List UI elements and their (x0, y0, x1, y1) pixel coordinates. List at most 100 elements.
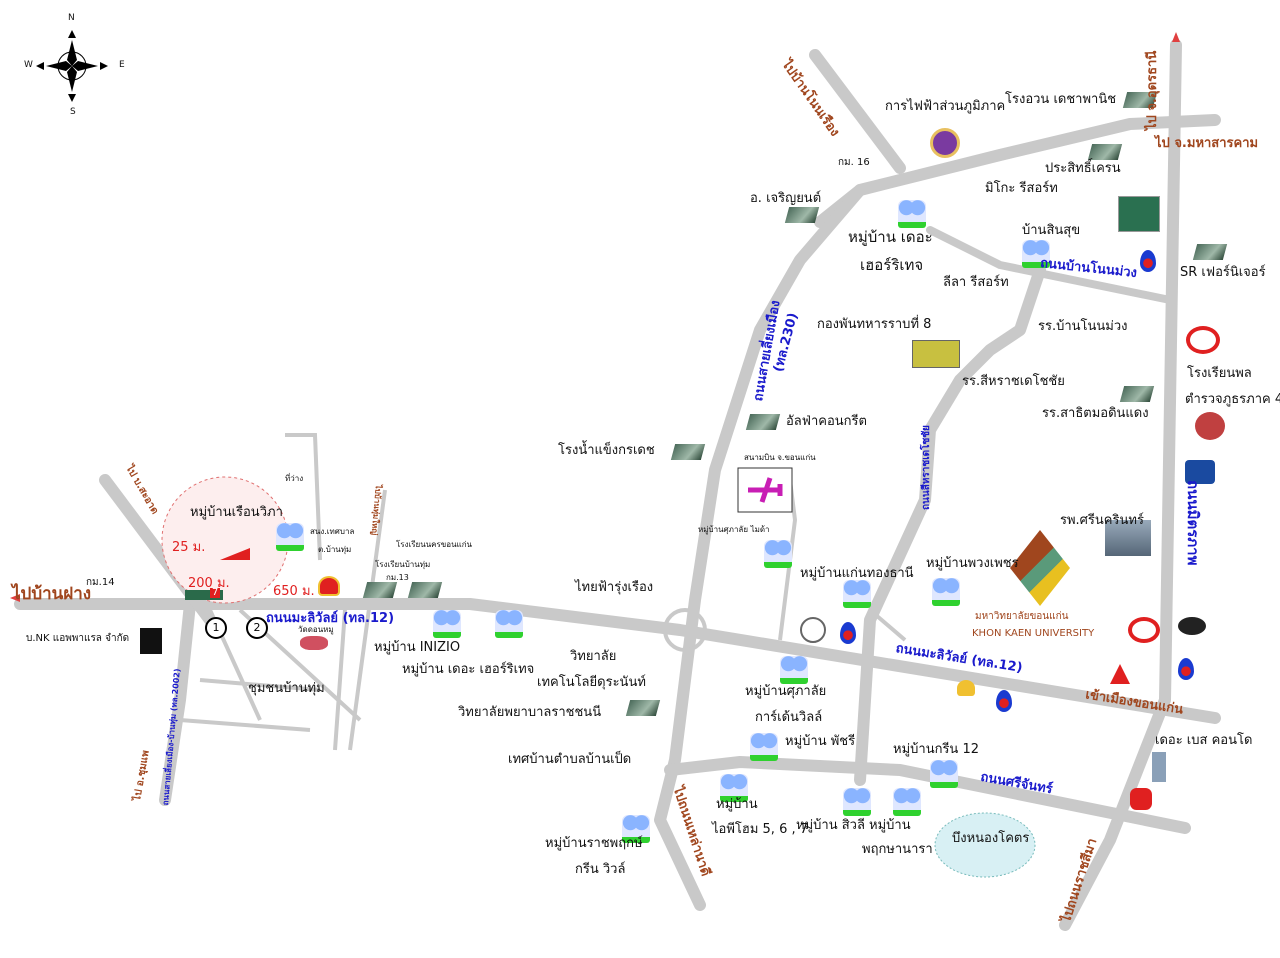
label-patcharee: หมู่บ้าน พัชรี (785, 734, 856, 749)
marker-2: 2 (246, 617, 268, 639)
village-icon (1022, 240, 1050, 268)
label-ratchaphruek-2: กรีน วิวล์ (575, 862, 626, 877)
label-supalai-garden-1: หมู่บ้านศุภาลัย (745, 684, 827, 699)
label-supalai-garden-2: การ์เด้นวิลล์ (755, 710, 823, 725)
label-siwalee: หมู่บ้าน สิวลี หมู่บ้าน (796, 818, 911, 833)
village-icon (750, 733, 778, 761)
toyota-logo-icon (1128, 617, 1160, 643)
infantry-photo-icon (912, 340, 960, 368)
village-icon (495, 610, 523, 638)
label-supalai-mida: หมู่บ้านศุภาลัย ไมด้า (698, 525, 770, 534)
hospital-icon (1105, 520, 1151, 556)
building-icon (1087, 144, 1123, 160)
shell-logo-icon (957, 680, 975, 696)
building-icon (362, 582, 398, 598)
pt-gas-station-icon (996, 690, 1012, 712)
pea-logo-icon (930, 128, 960, 158)
label-infantry: กองพันทหารราบที่ 8 (817, 317, 932, 332)
label-net-factory: โรงอวน เดชาพานิช (1005, 92, 1117, 107)
label-college-2: เทคโนโลยีดุระนันท์ (537, 675, 646, 690)
label-airport: สนามบิน จ.ขอนแก่น (744, 453, 816, 462)
pt-gas-station-icon (840, 622, 856, 644)
village-icon (622, 815, 650, 843)
label-sihadecho-school: รร.สีหราชเดโชชัย (962, 374, 1065, 389)
condo-tower-icon (1152, 752, 1166, 782)
village-icon (843, 580, 871, 608)
label-pea: การไฟฟ้าส่วนภูมิภาค (885, 99, 1006, 114)
building-icon (1192, 244, 1228, 260)
seven-eleven-label: 7 (210, 587, 221, 598)
label-ban-sinsuk: บ้านสินสุข (1022, 223, 1081, 238)
village-icon (932, 578, 960, 606)
building-icon (784, 207, 820, 223)
nissan-logo-icon (1178, 617, 1206, 635)
compass-north: N (68, 13, 75, 23)
road-bypass-230 (654, 184, 866, 911)
village-icon (780, 656, 808, 684)
label-km14: กม.14 (86, 577, 115, 588)
road-mittraphap (1059, 39, 1182, 931)
label-ip-home-1: หมู่บ้าน (716, 797, 758, 812)
distance-650m: 650 ม. (273, 584, 315, 599)
label-alpha-concrete: อัลฟ่าคอนกรีต (786, 414, 867, 429)
label-college-1: วิทยาลัย (570, 649, 617, 664)
village-icon (433, 610, 461, 638)
label-ruen-wipa: หมู่บ้านเรือนวิภา (190, 505, 283, 520)
the-base-logo-icon (1130, 788, 1152, 810)
compass-rose-icon (36, 30, 108, 102)
building-icon (745, 414, 781, 430)
village-icon (276, 523, 304, 551)
label-lila-resort: ลีลา รีสอร์ท (943, 275, 1009, 290)
label-sr-furniture: SR เฟอร์นิเจอร์ (1180, 265, 1266, 280)
road-malivan-highway (14, 598, 1221, 724)
label-ip-home-2: ไอพีโฮม 5, 6 , 7 (712, 822, 809, 837)
building-icon (407, 582, 443, 598)
label-temple: วัดดอนหมู (298, 625, 334, 634)
label-ice-factory: โรงน้ำแข็งกรเดช (558, 443, 655, 458)
label-vacant: ที่ว่าง (285, 474, 304, 483)
label-kku-en: KHON KAEN UNIVERSITY (972, 628, 1095, 639)
distance-25m: 25 ม. (172, 540, 206, 555)
road-label-sihadecho: ถนนสีหราชเดโชชัย (921, 425, 932, 510)
label-satit-school: รร.สาธิตมอดินแดง (1042, 406, 1149, 421)
road-label-mittraphap: ถนนมิตรภาพ (1184, 480, 1202, 566)
label-prasit-crane: ประสิทธิ์เครน (1045, 161, 1121, 176)
airport-icon (737, 467, 793, 513)
building-icon (670, 444, 706, 460)
village-icon (930, 760, 958, 788)
village-icon (893, 788, 921, 816)
seven-eleven-icon (185, 590, 223, 600)
village-icon (898, 200, 926, 228)
label-inizio: หมู่บ้าน INIZIO (374, 640, 461, 655)
temple-icon (300, 636, 328, 650)
village-icon (843, 788, 871, 816)
tesco-lotus-icon (1118, 196, 1160, 232)
label-heritage-1: หมู่บ้าน เดอะ (848, 228, 933, 246)
label-ban-thum-community: ชุมชนบ้านทุ่ม (248, 681, 325, 696)
label-thai-fa: ไทยฟ้ารุ่งเรือง (575, 580, 654, 595)
label-km13: กม.13 (386, 573, 409, 582)
marker-1: 1 (205, 617, 227, 639)
label-police-school-1: โรงเรียนพล (1187, 366, 1252, 381)
toyota-logo-icon (1186, 326, 1220, 354)
police-emblem-icon (1195, 412, 1225, 440)
shell-logo-icon (318, 576, 340, 596)
distance-200m: 200 ม. (188, 576, 230, 591)
label-srinagarind: รพ.ศรีนครินทร์ (1060, 513, 1144, 528)
label-charoen-yont: อ. เจริญยนต์ (750, 191, 822, 206)
road-route-2002 (159, 598, 196, 806)
label-non-muang-school: รร.บ้านโนนม่วง (1038, 319, 1128, 334)
label-kaen-thong: หมู่บ้านแก่นทองธานี (800, 566, 914, 581)
label-nk-apparel: บ.NK แอพพาแรล จำกัด (26, 633, 130, 644)
label-ban-ped: เทศบ้านตำบลบ้านเป็ด (508, 752, 632, 767)
building-icon (1119, 386, 1155, 402)
factory-icon (140, 628, 162, 654)
direction-mahasarakham: ไป จ.มหาสารคาม (1155, 136, 1259, 151)
label-ban-thum-sub: ต.บ้านทุ่ม (318, 545, 352, 554)
compass-west: W (24, 60, 33, 70)
label-ban-thum-school: โรงเรียนบ้านทุ่ม (375, 560, 431, 569)
road-non-rueang (809, 49, 906, 174)
mitsubishi-logo-icon (1110, 664, 1130, 684)
compass-south: S (70, 107, 76, 117)
